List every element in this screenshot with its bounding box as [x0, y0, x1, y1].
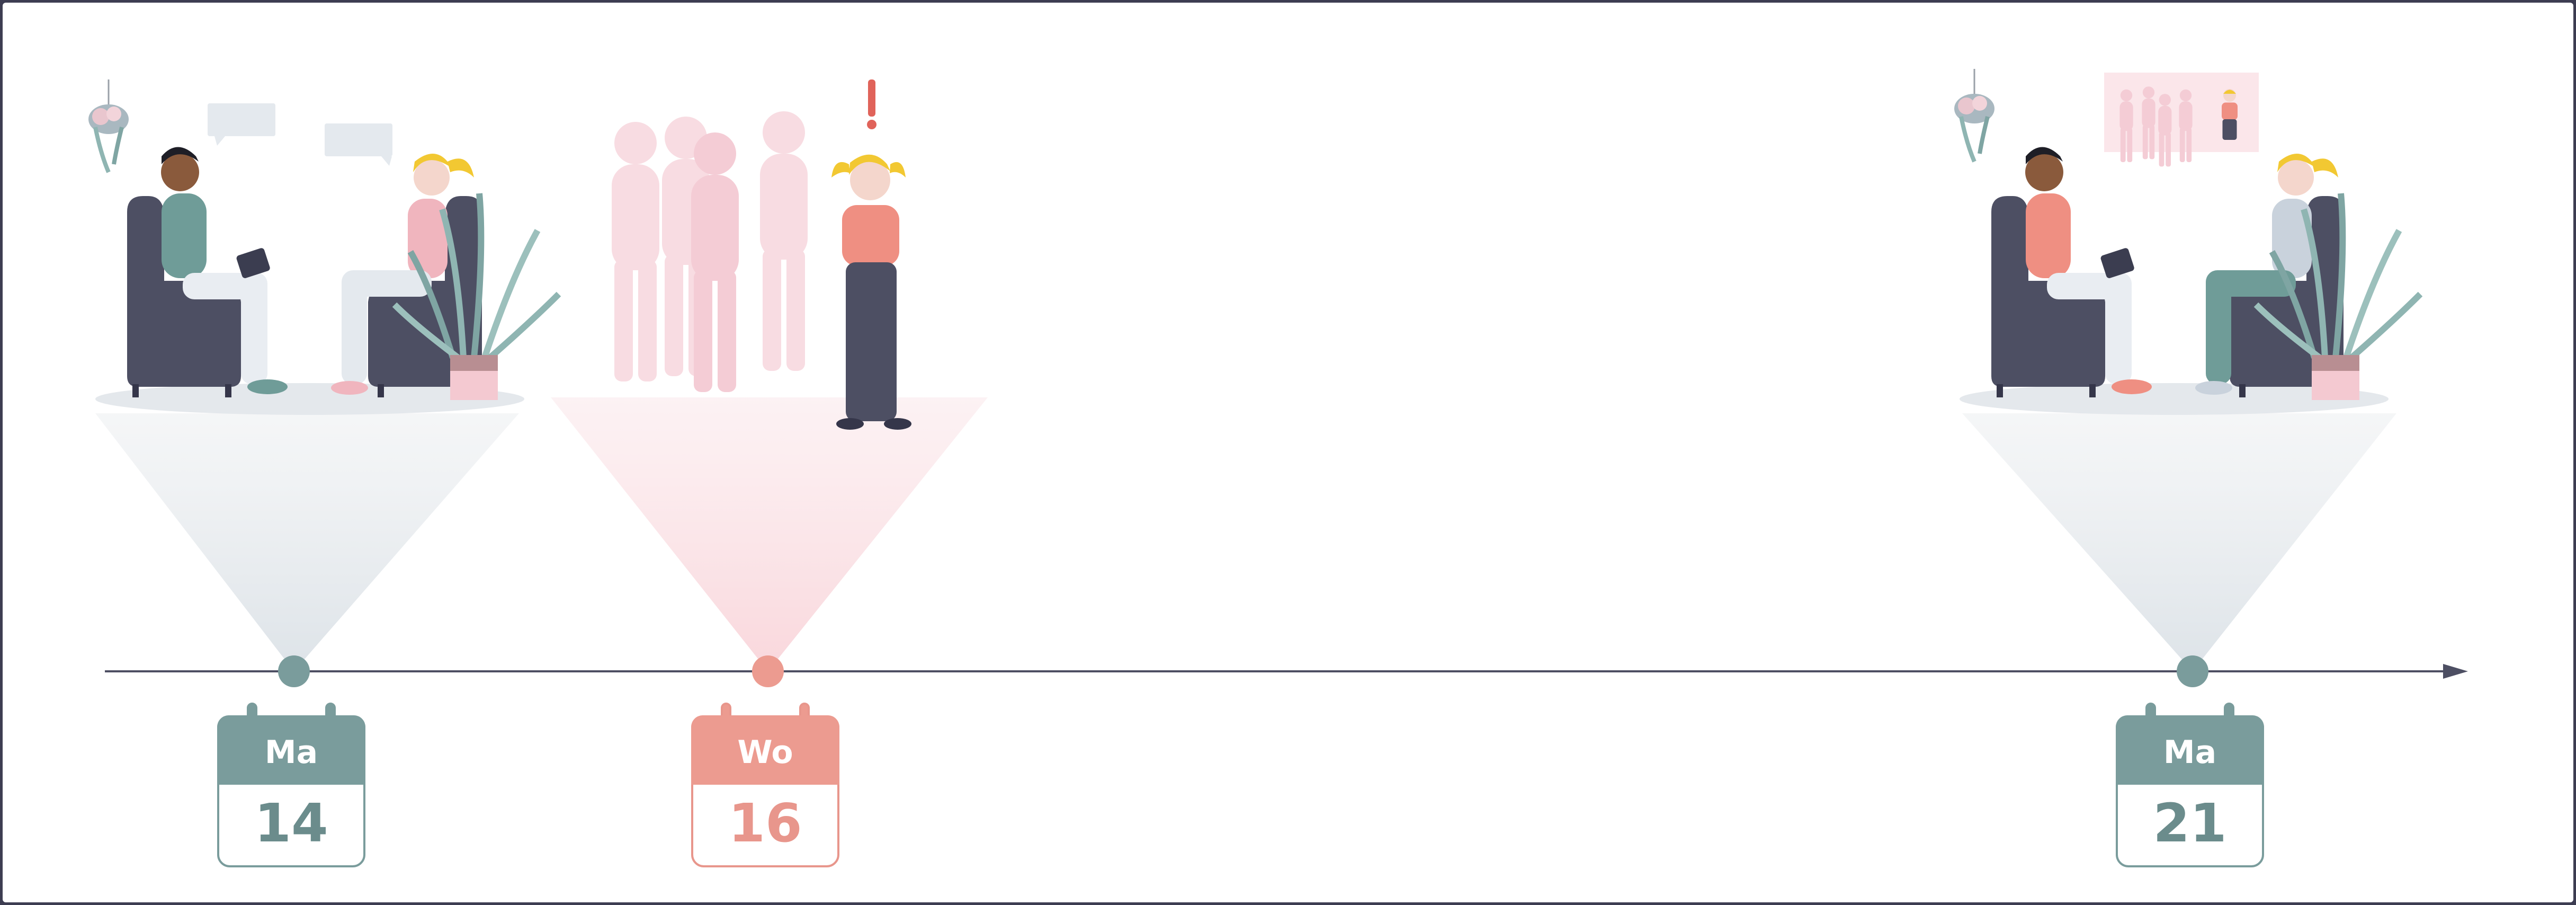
- calendar-date-1: 14: [219, 784, 363, 863]
- calendar-card-1: Ma 14: [217, 715, 365, 867]
- calendar-card-3: Ma 21: [2116, 715, 2264, 867]
- scene-incident: [612, 79, 911, 430]
- calendar-date-3: 21: [2118, 784, 2262, 863]
- speech-bubble-icon: [325, 123, 392, 156]
- calendar-day-1: Ma: [217, 715, 365, 785]
- scene-session-1: [88, 79, 559, 400]
- spotlight-cone-2: [551, 397, 988, 671]
- hanging-plant-icon: [1954, 69, 1994, 162]
- event-marker-1: [278, 655, 310, 687]
- girl-figure: [831, 155, 911, 430]
- calendar-day-3: Ma: [2116, 715, 2264, 785]
- calendar-day-2: Wo: [691, 715, 839, 785]
- timeline-diagram: Ma 14 Wo 16 Ma 21: [3, 3, 2573, 902]
- scene-session-2: [1954, 69, 2420, 400]
- right-arrow-icon: [2443, 664, 2468, 679]
- speech-bubble-icon: [208, 103, 275, 136]
- calendar-card-2: Wo 16: [691, 715, 839, 867]
- spotlight-cone-3: [1962, 413, 2396, 671]
- exclamation-icon: [868, 79, 875, 117]
- hanging-plant-icon: [88, 79, 129, 172]
- event-marker-2: [752, 655, 784, 687]
- event-marker-3: [2177, 655, 2208, 687]
- spotlight-cone-1: [95, 413, 519, 671]
- calendar-date-2: 16: [693, 784, 837, 863]
